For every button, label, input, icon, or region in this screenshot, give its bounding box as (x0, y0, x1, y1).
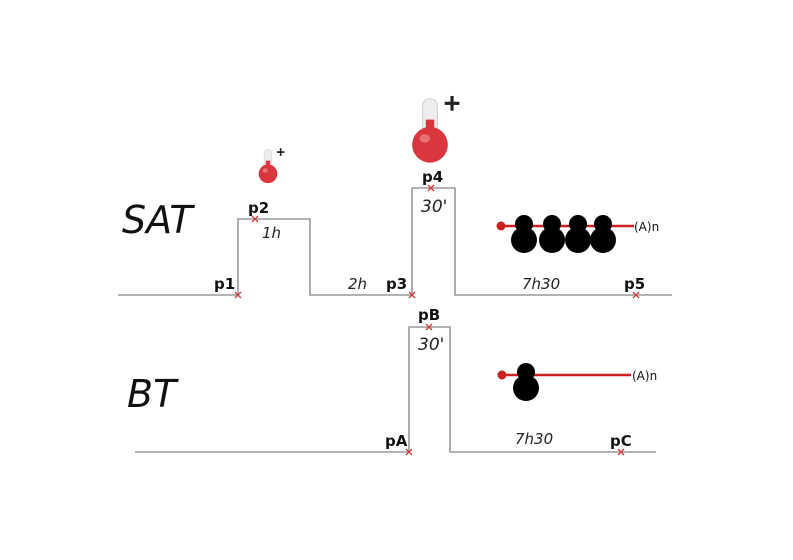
bt-point-marker-pB (425, 323, 433, 331)
sat-mrna-cap (496, 221, 506, 231)
sat-point-label-p5: p5 (624, 275, 645, 293)
bt-point-label-pC: pC (610, 432, 632, 450)
sat-point-label-p3: p3 (386, 275, 407, 293)
bt-monosome: (A)n (497, 363, 657, 401)
sat-point-marker-p2 (251, 215, 259, 223)
sat-duration-30min: 30' (421, 197, 447, 217)
bt-point-label-pA: pA (385, 432, 408, 450)
sat-point-label-p2: p2 (248, 199, 269, 217)
row-label-sat: SAT (122, 198, 195, 242)
sat-point-marker-p3 (408, 291, 416, 299)
ribosome (590, 215, 616, 253)
sat-point-marker-p1 (234, 291, 242, 299)
sat-point-marker-p5 (632, 291, 640, 299)
bt-polya-tail-label: (A)n (632, 369, 657, 383)
thermometer-plus-icon (412, 95, 460, 163)
bt-duration-30min: 30' (418, 335, 444, 355)
sat-polysome: (A)n (496, 215, 659, 253)
ribosome (539, 215, 565, 253)
sat-duration-1h: 1h (262, 224, 281, 242)
sat-duration-7h30: 7h30 (522, 275, 560, 293)
ribosome (511, 215, 537, 253)
ribosome (513, 363, 539, 401)
bt-point-marker-pC (617, 448, 625, 456)
bt-mrna-cap (497, 370, 507, 380)
row-label-bt: BT (127, 372, 179, 416)
sat-temperature-trace (118, 187, 672, 296)
sat-duration-2h: 2h (348, 275, 367, 293)
ribosome (565, 215, 591, 253)
sat-point-label-p4: p4 (422, 168, 443, 186)
sat-point-label-p1: p1 (214, 275, 235, 293)
bt-point-label-pB: pB (418, 306, 440, 324)
thermometer-plus-icon (258, 148, 285, 184)
sat-polya-tail-label: (A)n (634, 220, 659, 234)
bt-duration-7h30: 7h30 (515, 430, 553, 448)
bt-point-marker-pA (405, 448, 413, 456)
sat-point-marker-p4 (427, 184, 435, 192)
